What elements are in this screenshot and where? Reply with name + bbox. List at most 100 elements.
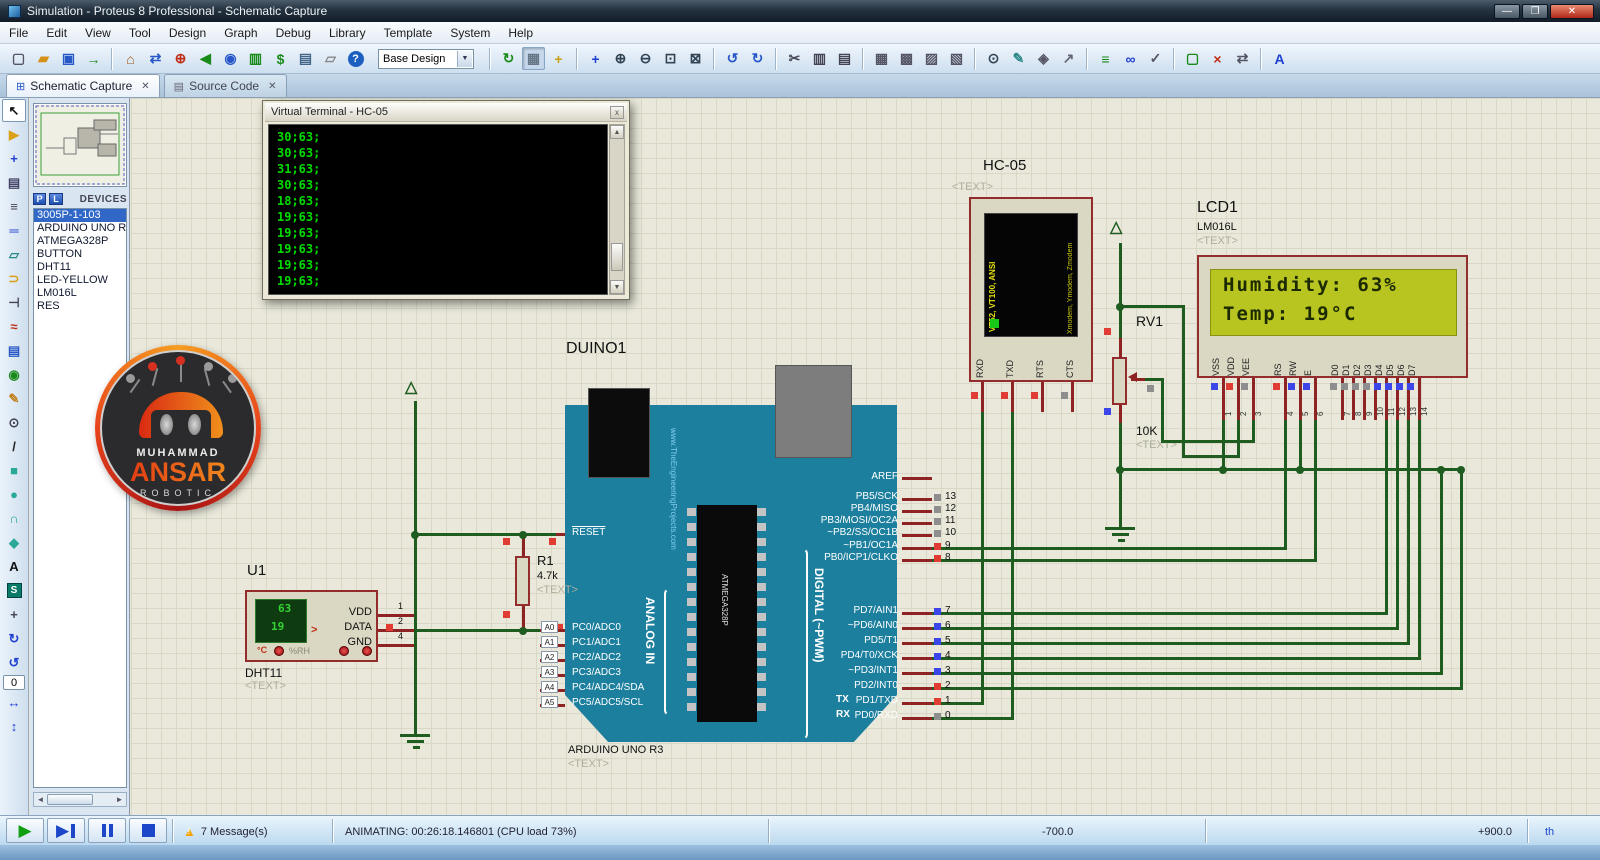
tab-schematic-capture[interactable]: ⊞Schematic Capture✕ (6, 74, 160, 97)
new-sheet-icon[interactable]: ▢ (1181, 47, 1204, 70)
save-icon[interactable]: ▣ (57, 47, 80, 70)
ic-properties-icon[interactable]: ▥ (244, 47, 267, 70)
library-button[interactable]: L (49, 193, 63, 205)
open-folder-icon[interactable]: ▰ (32, 47, 55, 70)
origin-icon[interactable]: + (547, 47, 570, 70)
virtual-terminal-scrollbar[interactable]: ▲ ▼ (609, 124, 625, 295)
home-icon[interactable]: ⌂ (119, 47, 142, 70)
dropdown-arrow-icon[interactable]: ▼ (457, 50, 472, 67)
schematic-canvas[interactable]: DUINO1 ATMEGA328P ANALOG IN DIGITAL (~PW… (0, 0, 1600, 815)
bus-tool[interactable]: ═ (2, 219, 26, 242)
paste-icon[interactable]: ▤ (833, 47, 856, 70)
menu-edit[interactable]: Edit (46, 25, 68, 40)
device-item[interactable]: RES (37, 300, 60, 312)
scroll-right-icon[interactable]: ► (115, 795, 124, 804)
new-file-icon[interactable]: ▢ (7, 47, 30, 70)
mirror-h-button[interactable]: ↔ (2, 691, 26, 714)
script-mode-icon[interactable]: A (1268, 47, 1291, 70)
device-item[interactable]: ARDUINO UNO R3 (37, 222, 127, 234)
probe-tool[interactable]: ◉ (2, 363, 26, 386)
tab-source-code[interactable]: ▤Source Code✕ (163, 74, 287, 97)
mirror-v-button[interactable]: ↕ (2, 715, 26, 738)
menu-system[interactable]: System (450, 25, 491, 40)
device-item[interactable]: LED-YELLOW (37, 274, 108, 286)
pick-device-icon[interactable]: ⊙ (982, 47, 1005, 70)
block-move-icon[interactable]: ▩ (895, 47, 918, 70)
stop-button[interactable] (129, 818, 167, 843)
goto-sheet-icon[interactable]: ⇄ (1231, 47, 1254, 70)
graph-tool[interactable]: ≈ (2, 315, 26, 338)
redraw-icon[interactable]: ↻ (497, 47, 520, 70)
wire-autorouter-icon[interactable]: ≡ (1094, 47, 1117, 70)
grid-toggle-icon[interactable]: ▦ (522, 47, 545, 70)
menu-library[interactable]: Library (328, 25, 366, 40)
junction-dot-tool[interactable]: + (2, 147, 26, 170)
search-tag-icon[interactable]: ∞ (1119, 47, 1142, 70)
tab-close-icon[interactable]: ✕ (141, 80, 150, 92)
notes-icon[interactable]: ▱ (319, 47, 342, 70)
component-mode-icon[interactable]: ⊕ (169, 47, 192, 70)
scroll-thumb[interactable] (47, 794, 93, 805)
dht11-knob-up-icon[interactable] (339, 646, 349, 656)
subcircuit-tool[interactable]: ▱ (2, 243, 26, 266)
pot-rv1[interactable] (1112, 357, 1127, 405)
find-component-icon[interactable]: ◉ (219, 47, 242, 70)
redo-icon[interactable]: ↻ (746, 47, 769, 70)
restore-button[interactable]: ❐ (1522, 3, 1548, 19)
menu-help[interactable]: Help (508, 25, 534, 40)
messages-indicator[interactable]: ▲! 7 Message(s) (183, 824, 268, 839)
zoom-out-icon[interactable]: ⊖ (634, 47, 657, 70)
block-rotate-icon[interactable]: ▨ (920, 47, 943, 70)
block-copy-icon[interactable]: ▦ (870, 47, 893, 70)
virtual-terminal-titlebar[interactable]: Virtual Terminal - HC-05 x (265, 103, 627, 122)
text-2d-tool[interactable]: A (2, 555, 26, 578)
block-delete-icon[interactable]: ▧ (945, 47, 968, 70)
menu-debug[interactable]: Debug (275, 25, 311, 40)
minimize-button[interactable]: — (1494, 3, 1520, 19)
circle-tool[interactable]: ● (2, 483, 26, 506)
make-device-icon[interactable]: ✎ (1007, 47, 1030, 70)
angle-field[interactable]: 0 (3, 675, 25, 690)
undo-icon[interactable]: ↺ (721, 47, 744, 70)
pause-button[interactable] (88, 818, 126, 843)
symbol-tool[interactable]: S (2, 579, 26, 602)
resistor-r1[interactable] (515, 556, 530, 606)
step-button[interactable]: ▶ (47, 818, 85, 843)
scroll-left-icon[interactable]: ◄ (36, 795, 45, 804)
cut-icon[interactable]: ✂ (783, 47, 806, 70)
tab-close-icon[interactable]: ✕ (268, 80, 277, 92)
base-design-dropdown[interactable]: Base Design▼ (378, 48, 474, 69)
wire-label-tool[interactable]: ▤ (2, 171, 26, 194)
tape-recorder-tool[interactable]: ▤ (2, 339, 26, 362)
generator-tool[interactable]: ✎ (2, 387, 26, 410)
packaging-icon[interactable]: ◈ (1032, 47, 1055, 70)
import-icon[interactable]: → (82, 47, 105, 70)
arc-tool[interactable]: ∩ (2, 507, 26, 530)
menu-view[interactable]: View (85, 25, 111, 40)
erc-check-icon[interactable]: ✓ (1144, 47, 1167, 70)
menu-graph[interactable]: Graph (224, 25, 258, 40)
device-pin-tool[interactable]: ⊣ (2, 291, 26, 314)
remove-sheet-icon[interactable]: × (1206, 47, 1229, 70)
menu-design[interactable]: Design (168, 25, 207, 40)
instrument-tool[interactable]: ⊙ (2, 411, 26, 434)
hc05-module[interactable]: VT52, VT100, ANSI Xmodem, Ymodem, Zmodem (969, 197, 1093, 382)
pan-icon[interactable]: + (584, 47, 607, 70)
line-tool[interactable]: / (2, 435, 26, 458)
bom-icon[interactable]: $ (269, 47, 292, 70)
device-item[interactable]: 3005P-1-103 (34, 209, 126, 222)
scroll-up-icon[interactable]: ▲ (610, 125, 624, 139)
menu-tool[interactable]: Tool (128, 25, 151, 40)
zoom-in-icon[interactable]: ⊕ (609, 47, 632, 70)
text-script-tool[interactable]: ≡ (2, 195, 26, 218)
menu-file[interactable]: File (9, 25, 29, 40)
path-tool[interactable]: ◆ (2, 531, 26, 554)
terminal-scroll-thumb[interactable] (611, 243, 623, 271)
device-item[interactable]: DHT11 (37, 261, 72, 273)
help-icon[interactable]: ? (344, 47, 367, 70)
selection-tool[interactable]: ↖ (2, 99, 26, 122)
rotate-cw-button[interactable]: ↻ (2, 627, 26, 650)
terminal-tool[interactable]: ⊃ (2, 267, 26, 290)
virtual-terminal-close-button[interactable]: x (610, 105, 624, 119)
lcd-display[interactable]: Humidity: 63% Temp: 19°C (1197, 255, 1468, 378)
